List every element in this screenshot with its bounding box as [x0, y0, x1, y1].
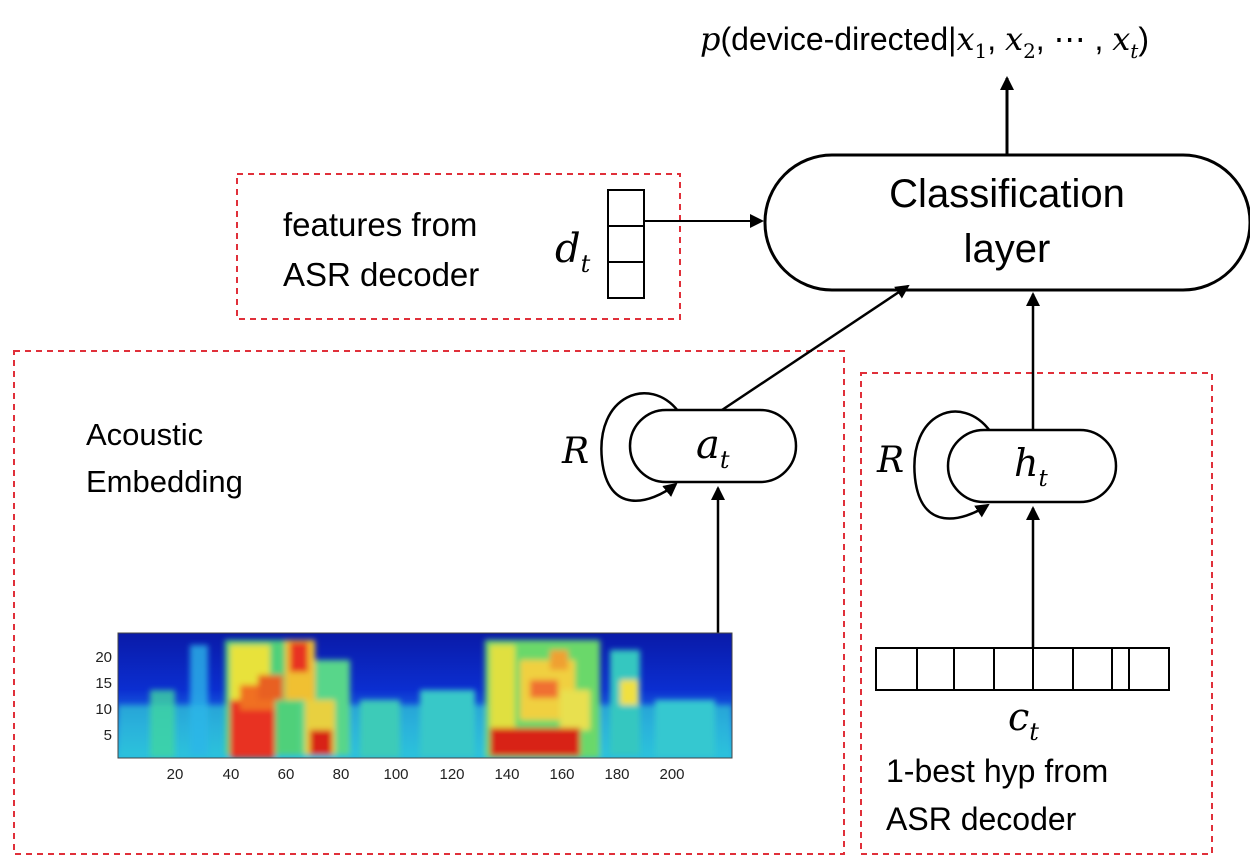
spectrogram-x-ticks: 20 40 60 80 100 120 140 160 180 200: [167, 766, 685, 783]
acoustic-node: [628, 408, 798, 484]
x-tick-180: 180: [604, 766, 629, 783]
decoder-features-box: [236, 173, 681, 320]
acoustic-recurrent-loop: [600, 392, 679, 502]
x-tick-20: 20: [167, 766, 184, 783]
x-tick-120: 120: [439, 766, 464, 783]
spectrogram: [117, 632, 733, 759]
decoder-feature-var: dt: [555, 226, 591, 278]
x-tick-100: 100: [383, 766, 408, 783]
output-probability-label: p(device-directed|x1, x2, ⋯ , xt): [700, 20, 1149, 63]
y-tick-15: 15: [95, 675, 112, 692]
y-tick-10: 10: [95, 701, 112, 718]
acoustic-label-line1: Acoustic: [86, 417, 203, 452]
classification-layer-node: [763, 153, 1250, 292]
classification-layer-label-line2: layer: [964, 227, 1051, 271]
y-tick-20: 20: [95, 649, 112, 666]
x-tick-140: 140: [494, 766, 519, 783]
hypothesis-input-vector: [875, 647, 1170, 691]
classification-layer-label-line1: Classification: [889, 172, 1125, 216]
x-tick-200: 200: [659, 766, 684, 783]
acoustic-embedding-box: [13, 350, 845, 855]
decoder-features-label-line2: ASR decoder: [283, 256, 479, 293]
x-tick-80: 80: [333, 766, 350, 783]
x-tick-160: 160: [549, 766, 574, 783]
hypothesis-node-label: ht: [1014, 441, 1048, 492]
hypothesis-input-var: ct: [1008, 695, 1039, 746]
decoder-features-label-line1: features from: [283, 206, 477, 243]
acoustic-label-line2: Embedding: [86, 464, 243, 499]
x-tick-60: 60: [278, 766, 295, 783]
hypothesis-label-line1: 1-best hyp from: [886, 753, 1108, 789]
acoustic-recurrent-label: R: [561, 431, 589, 472]
decoder-feature-vector: [607, 189, 645, 299]
hypothesis-recurrent-loop: [913, 410, 992, 520]
spectrogram-y-ticks: 20 15 10 5: [95, 649, 112, 744]
hypothesis-label-line2: ASR decoder: [886, 801, 1077, 837]
acoustic-to-classifier-arrow: [721, 284, 910, 412]
x-tick-40: 40: [223, 766, 240, 783]
y-tick-5: 5: [104, 727, 112, 744]
acoustic-node-label: at: [696, 422, 730, 474]
hypothesis-recurrent-label: R: [876, 440, 904, 481]
hypothesis-box: [860, 372, 1213, 855]
